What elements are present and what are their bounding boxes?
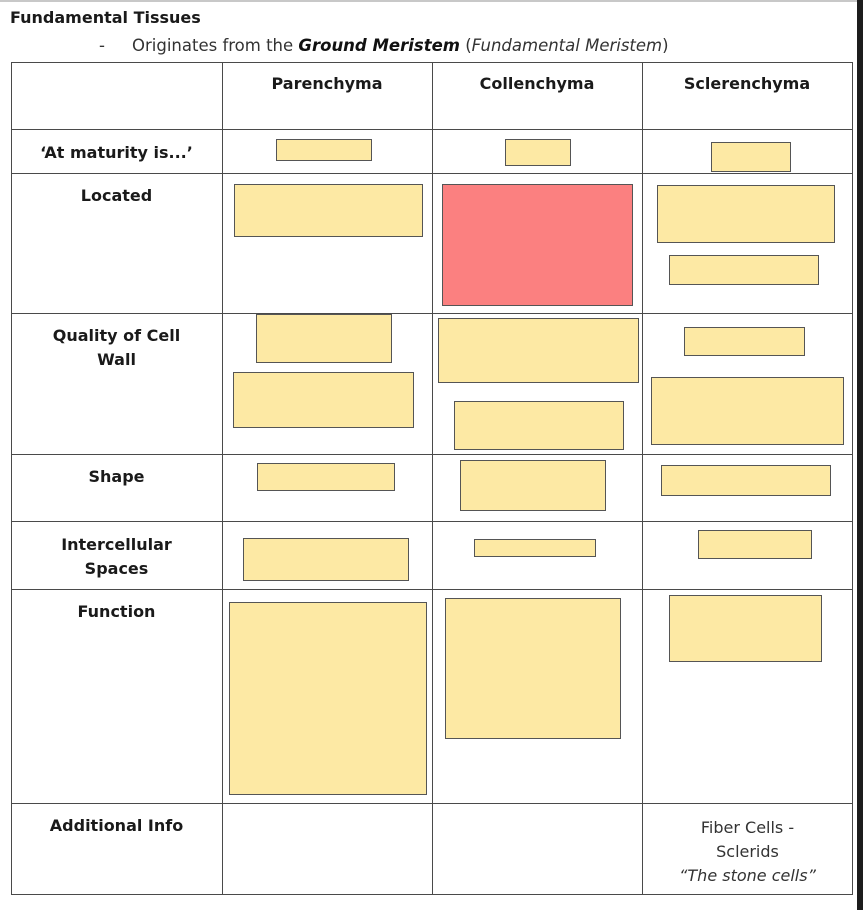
subtitle-prefix: Originates from the bbox=[132, 36, 299, 55]
answer-box[interactable] bbox=[684, 327, 805, 356]
subtitle-italic: Fundamental Meristem bbox=[471, 36, 663, 55]
table-border-left bbox=[11, 62, 12, 895]
subtitle-bold: Ground Meristem bbox=[298, 36, 460, 55]
row-header-at-maturity: ‘At maturity is...’ bbox=[40, 143, 193, 162]
additional-info-quote-text: “The stone cells” bbox=[679, 866, 816, 885]
answer-box[interactable] bbox=[505, 139, 571, 166]
row-header-cell-wall: Quality of Cell Wall bbox=[52, 326, 181, 369]
row-header-located: Located bbox=[80, 186, 153, 205]
answer-box[interactable] bbox=[243, 538, 409, 581]
answer-box[interactable] bbox=[445, 598, 621, 739]
page-title: Fundamental Tissues bbox=[10, 8, 201, 27]
answer-box[interactable] bbox=[698, 530, 812, 559]
right-edge-scrollbar bbox=[857, 0, 863, 910]
column-divider bbox=[432, 62, 433, 895]
answer-box[interactable] bbox=[474, 539, 596, 557]
row-header-function: Function bbox=[77, 602, 156, 621]
additional-info-line: Sclerids bbox=[716, 842, 779, 861]
answer-box[interactable] bbox=[234, 184, 423, 237]
additional-info-sclerenchyma: Fiber Cells - Sclerids “The stone cells” bbox=[642, 816, 853, 888]
subtitle-text: Originates from the Ground Meristem (Fun… bbox=[132, 36, 669, 55]
additional-info-line: Fiber Cells - bbox=[700, 818, 795, 837]
answer-box[interactable] bbox=[669, 595, 822, 662]
answer-box[interactable] bbox=[257, 463, 395, 491]
column-header-parenchyma: Parenchyma bbox=[271, 74, 383, 93]
additional-info-quote: “The stone cells” bbox=[642, 864, 853, 888]
answer-box[interactable] bbox=[460, 460, 606, 511]
table-border-right bbox=[852, 62, 853, 895]
column-header-collenchyma: Collenchyma bbox=[479, 74, 595, 93]
answer-box[interactable] bbox=[669, 255, 819, 285]
answer-box[interactable] bbox=[229, 602, 427, 795]
answer-box[interactable] bbox=[711, 142, 791, 172]
answer-box[interactable] bbox=[651, 377, 844, 445]
answer-box[interactable] bbox=[256, 314, 392, 363]
row-header-intercellular-spaces: Intercellular Spaces bbox=[61, 535, 172, 578]
column-divider bbox=[642, 62, 643, 895]
answer-box[interactable] bbox=[438, 318, 639, 383]
subtitle-suffix: ) bbox=[662, 36, 669, 55]
bullet-dash: - bbox=[99, 36, 105, 55]
subtitle-middle: ( bbox=[459, 36, 472, 55]
answer-box[interactable] bbox=[661, 465, 831, 496]
answer-box[interactable] bbox=[276, 139, 372, 161]
column-divider bbox=[222, 62, 223, 895]
answer-box[interactable] bbox=[657, 185, 835, 243]
row-header-shape: Shape bbox=[88, 467, 145, 486]
row-header-additional-info: Additional Info bbox=[49, 816, 184, 835]
column-header-sclerenchyma: Sclerenchyma bbox=[683, 74, 811, 93]
top-edge bbox=[0, 0, 863, 2]
answer-box[interactable] bbox=[454, 401, 624, 450]
answer-box[interactable] bbox=[233, 372, 414, 428]
answer-box-highlighted[interactable] bbox=[442, 184, 633, 306]
